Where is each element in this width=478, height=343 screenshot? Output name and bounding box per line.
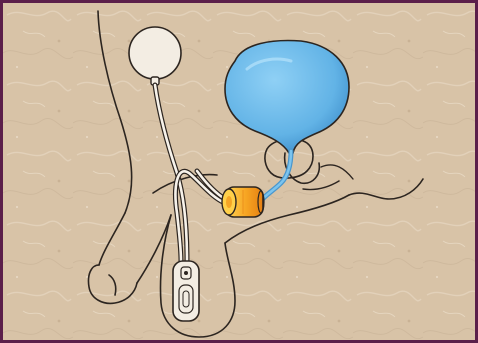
sphincter-illustration bbox=[3, 3, 475, 340]
control-pump-icon bbox=[172, 260, 200, 322]
urethral-cuff-icon bbox=[221, 186, 265, 218]
pelvic-lines bbox=[302, 164, 354, 191]
reservoir-tubing bbox=[152, 82, 190, 264]
reservoir-balloon-icon bbox=[128, 26, 182, 86]
body-outline bbox=[87, 10, 424, 338]
cuff-tubing bbox=[173, 168, 228, 264]
parchment-background bbox=[3, 3, 475, 340]
bladder bbox=[224, 39, 350, 154]
